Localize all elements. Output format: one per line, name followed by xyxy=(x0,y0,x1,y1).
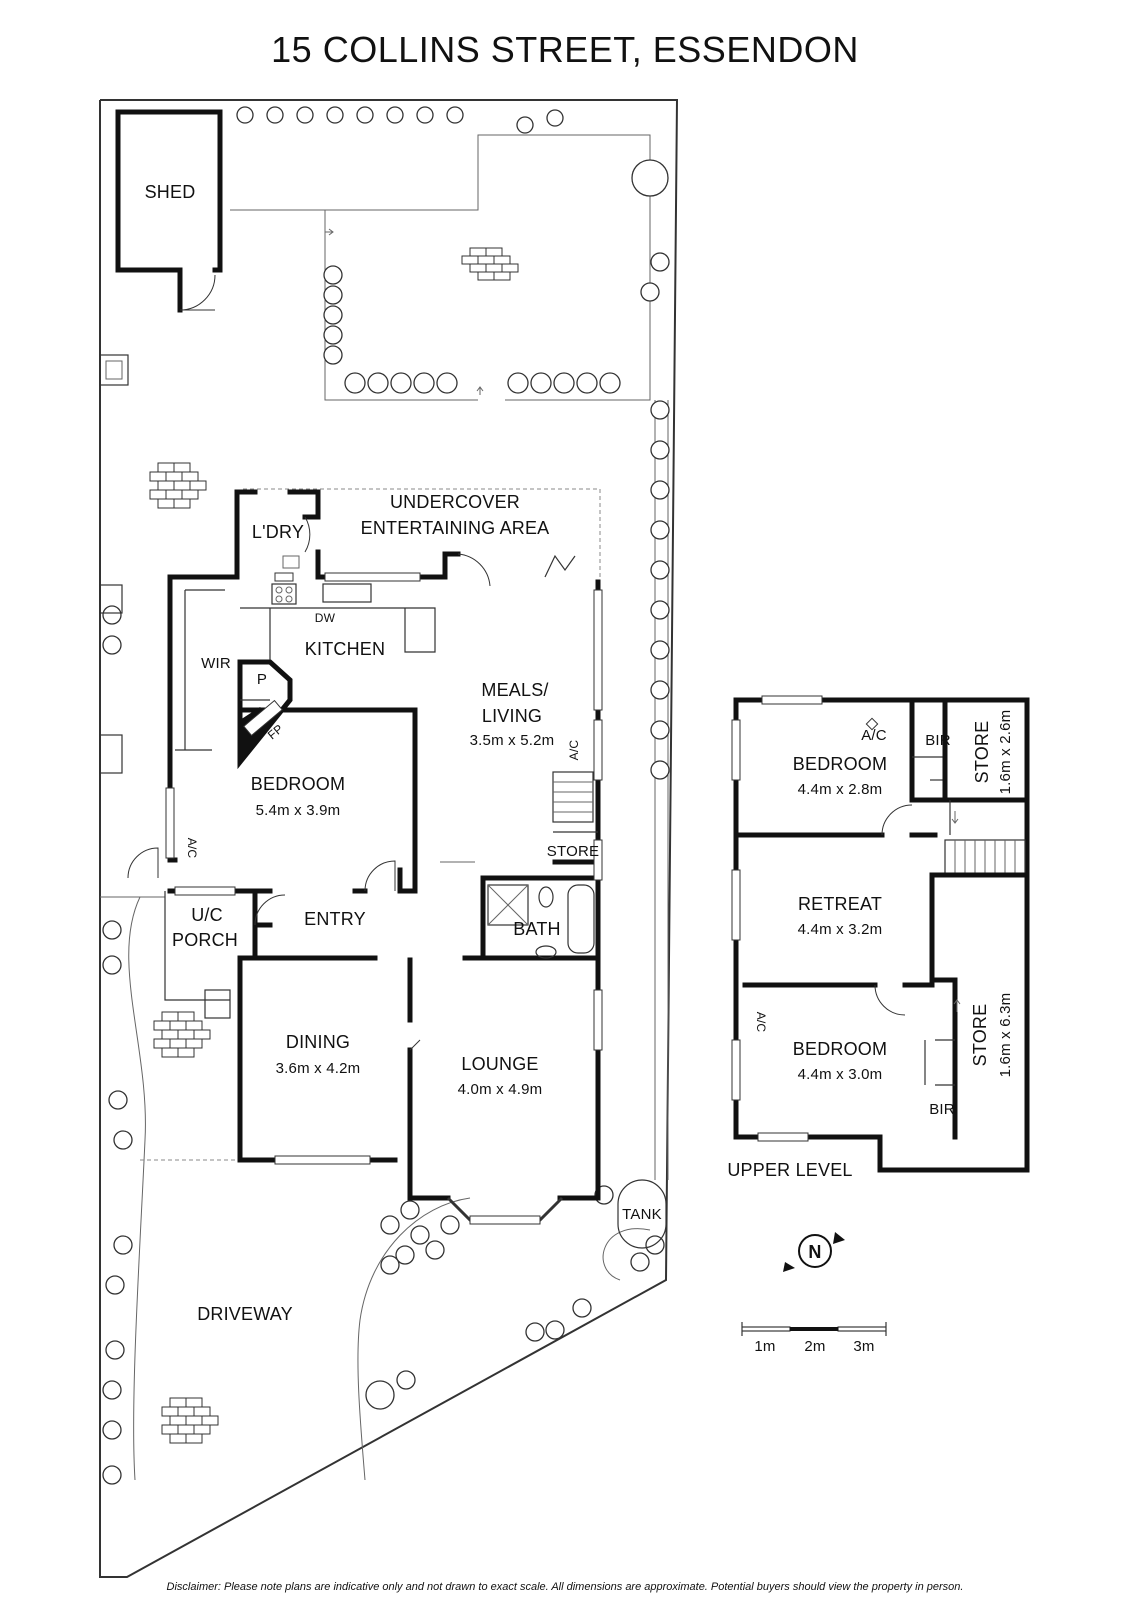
upper-bir-label-1: BIR xyxy=(925,732,951,749)
paving-symbols xyxy=(99,247,519,1444)
upper-retreat-label: RETREAT xyxy=(798,894,882,914)
laundry-label: L'DRY xyxy=(252,522,304,542)
tank-label: TANK xyxy=(622,1206,662,1223)
upper-level-labels: A/C BIR BEDROOM 4.4m x 2.8m STORE 1.6m x… xyxy=(727,710,1014,1180)
wir-label: WIR xyxy=(201,655,231,672)
lounge-dimensions: 4.0m x 4.9m xyxy=(458,1081,543,1098)
compass-north-letter: N xyxy=(808,1242,821,1262)
bedroom-label: BEDROOM xyxy=(251,774,345,794)
disclaimer-text: Disclaimer: Please note plans are indica… xyxy=(167,1581,964,1593)
upper-level-label: UPPER LEVEL xyxy=(727,1160,852,1180)
upper-ac-label-top: A/C xyxy=(861,727,887,744)
upper-bir-label-2: BIR xyxy=(929,1101,955,1118)
upper-level-plan xyxy=(731,695,1030,1173)
upper-store2-dimensions: 1.6m x 6.3m xyxy=(997,993,1014,1078)
dining-label: DINING xyxy=(286,1032,350,1052)
dining-dimensions: 3.6m x 4.2m xyxy=(276,1060,361,1077)
undercover-label-line1: UNDERCOVER xyxy=(390,492,520,512)
ground-floor-walls xyxy=(127,489,603,1225)
porch-label-line2: PORCH xyxy=(172,930,238,950)
meals-label-line1: MEALS/ xyxy=(481,680,548,700)
garden-trees xyxy=(102,106,670,1485)
upper-ac-label-side: A/C xyxy=(754,1012,768,1033)
scale-label-2m: 2m xyxy=(804,1338,825,1355)
property-address-title: 15 COLLINS STREET, ESSENDON xyxy=(271,29,859,70)
porch-label-line1: U/C xyxy=(191,905,223,925)
undercover-label-line2: ENTERTAINING AREA xyxy=(361,518,550,538)
upper-bedroom2-dimensions: 4.4m x 3.0m xyxy=(798,1066,883,1083)
north-compass-icon: N xyxy=(783,1232,845,1272)
upper-retreat-dimensions: 4.4m x 3.2m xyxy=(798,921,883,938)
entry-label: ENTRY xyxy=(304,909,366,929)
water-tank: TANK xyxy=(617,1179,667,1249)
upper-bedroom1-dimensions: 4.4m x 2.8m xyxy=(798,781,883,798)
shed-label: SHED xyxy=(145,182,196,202)
upper-store2-label: STORE xyxy=(970,1004,990,1067)
scale-bar: 1m 2m 3m xyxy=(741,1322,887,1355)
scale-label-1m: 1m xyxy=(754,1338,775,1355)
bedroom-dimensions: 5.4m x 3.9m xyxy=(256,802,341,819)
meals-dimensions: 3.5m x 5.2m xyxy=(470,732,555,749)
dishwasher-label: DW xyxy=(315,611,336,625)
driveway-label: DRIVEWAY xyxy=(197,1304,293,1324)
upper-store1-label: STORE xyxy=(972,721,992,784)
upper-bedroom2-label: BEDROOM xyxy=(793,1039,887,1059)
bath-label: BATH xyxy=(513,919,560,939)
upper-bedroom1-label: BEDROOM xyxy=(793,754,887,774)
shed: SHED xyxy=(115,109,223,313)
meals-label-line2: LIVING xyxy=(482,706,542,726)
garden-paths xyxy=(100,134,669,1481)
pantry-label: P xyxy=(257,671,267,688)
scale-label-3m: 3m xyxy=(853,1338,874,1355)
upper-store1-dimensions: 1.6m x 2.6m xyxy=(997,710,1014,795)
site-boundary xyxy=(99,99,679,1578)
bedroom-ac-label: A/C xyxy=(185,838,199,859)
kitchen-label: KITCHEN xyxy=(305,639,385,659)
ground-floor-labels: UNDERCOVER ENTERTAINING AREA L'DRY DW KI… xyxy=(172,492,599,1324)
lounge-label: LOUNGE xyxy=(461,1054,538,1074)
meals-ac-label: A/C xyxy=(567,740,581,761)
store-label: STORE xyxy=(547,843,599,860)
